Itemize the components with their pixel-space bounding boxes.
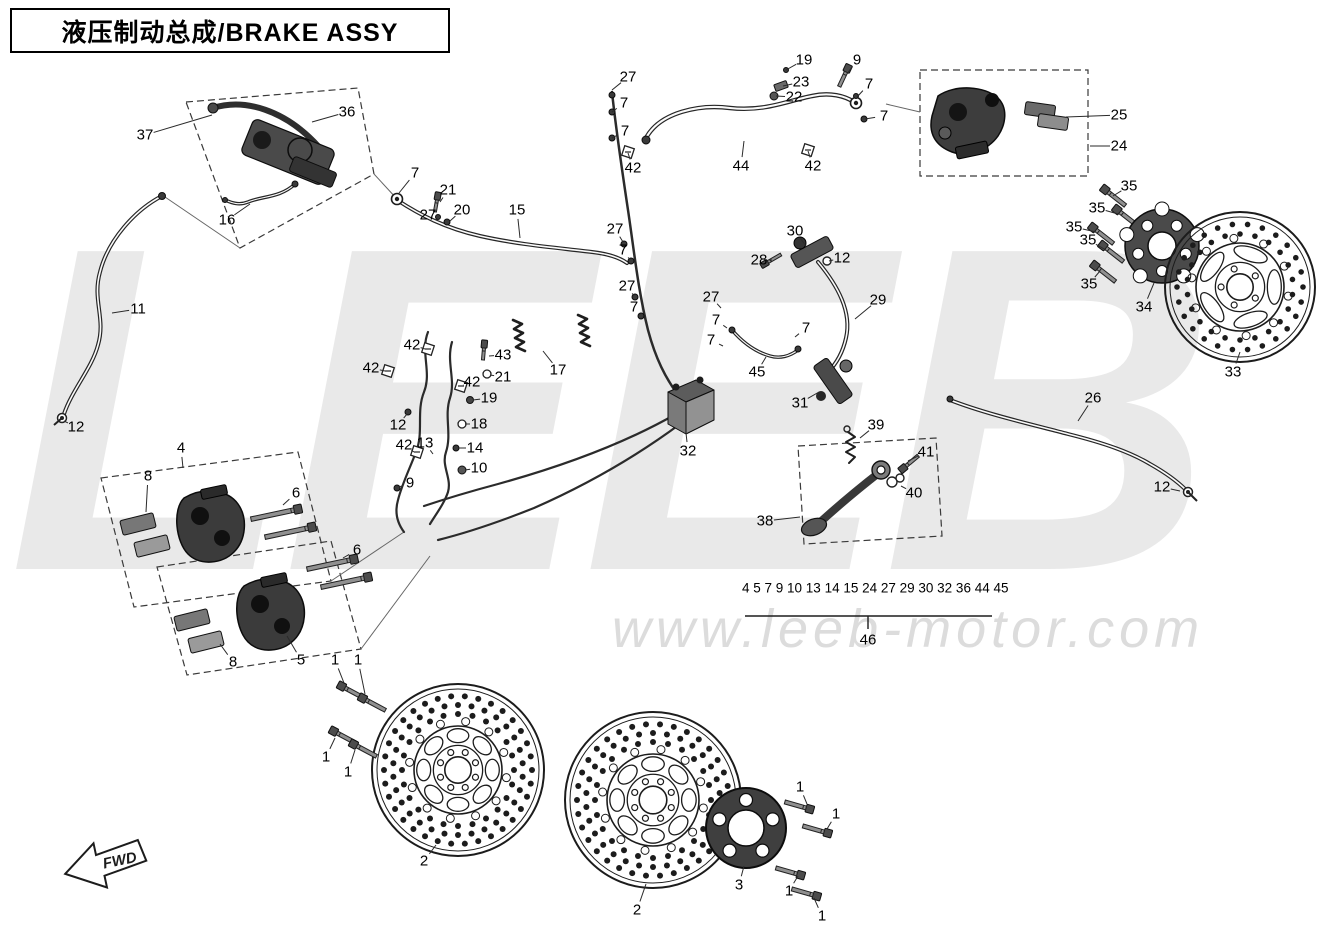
callout-1: 1 — [321, 748, 331, 766]
fwd-arrow-shape — [63, 838, 148, 889]
callout-35: 35 — [1079, 231, 1097, 249]
callout-42: 42 — [395, 436, 413, 454]
callout-19: 19 — [795, 51, 813, 69]
callout-12: 12 — [833, 249, 851, 267]
callout-14: 14 — [466, 439, 484, 457]
callout-45: 45 — [748, 363, 766, 381]
callout-2: 2 — [419, 852, 429, 870]
callout-43: 43 — [494, 346, 512, 364]
callout-39: 39 — [867, 416, 885, 434]
callout-35: 35 — [1120, 177, 1138, 195]
callout-15: 15 — [508, 201, 526, 219]
leader-lines — [63, 63, 1241, 908]
callout-34: 34 — [1135, 298, 1153, 316]
group-parts-row: 4 5 7 9 10 13 14 15 24 27 29 30 32 36 44… — [742, 580, 1009, 596]
title-box: 液压制动总成/BRAKE ASSY — [10, 8, 450, 53]
callout-12: 12 — [389, 416, 407, 434]
callout-9: 9 — [852, 51, 862, 69]
callout-7: 7 — [706, 331, 716, 349]
callout-38: 38 — [756, 512, 774, 530]
callout-18: 18 — [470, 415, 488, 433]
callout-8: 8 — [143, 467, 153, 485]
fwd-label: FWD — [101, 849, 138, 873]
callout-44: 44 — [732, 157, 750, 175]
group-number-label: 46 — [859, 631, 877, 649]
callout-33: 33 — [1224, 363, 1242, 381]
callout-42: 42 — [362, 359, 380, 377]
callout-1: 1 — [784, 882, 794, 900]
fwd-arrow: FWD — [63, 838, 148, 889]
callout-30: 30 — [786, 222, 804, 240]
callout-35: 35 — [1088, 199, 1106, 217]
callout-7: 7 — [711, 311, 721, 329]
watermark-site-url: www.leeb-motor.com — [612, 599, 1205, 659]
callout-1: 1 — [330, 651, 340, 669]
callout-35: 35 — [1065, 218, 1083, 236]
callout-1: 1 — [795, 778, 805, 796]
callout-10: 10 — [470, 459, 488, 477]
page-title: 液压制动总成/BRAKE ASSY — [61, 18, 399, 47]
parts-layer — [53, 63, 1316, 902]
callout-37: 37 — [136, 126, 154, 144]
callout-7: 7 — [801, 319, 811, 337]
callout-27: 27 — [702, 288, 720, 306]
callout-1: 1 — [353, 651, 363, 669]
callout-9: 9 — [405, 474, 415, 492]
callout-42: 42 — [624, 159, 642, 177]
callout-36: 36 — [338, 103, 356, 121]
callout-28: 28 — [750, 251, 768, 269]
callout-7: 7 — [864, 75, 874, 93]
callout-20: 20 — [453, 201, 471, 219]
callout-7: 7 — [619, 94, 629, 112]
callout-7: 7 — [879, 107, 889, 125]
callout-42: 42 — [403, 336, 421, 354]
callout-35: 35 — [1080, 275, 1098, 293]
callout-11: 11 — [130, 300, 146, 318]
callout-27: 27 — [606, 220, 624, 238]
callout-2: 2 — [632, 901, 642, 919]
callout-27: 27 — [619, 68, 637, 86]
callout-7: 7 — [618, 241, 628, 259]
callout-13: 13 — [416, 434, 434, 452]
callout-42: 42 — [463, 373, 481, 391]
callout-24: 24 — [1110, 137, 1128, 155]
callout-1: 1 — [817, 907, 827, 925]
callout-6: 6 — [291, 484, 301, 502]
callout-3: 3 — [734, 876, 744, 894]
callout-29: 29 — [869, 291, 887, 309]
callout-7: 7 — [620, 122, 630, 140]
callout-40: 40 — [905, 484, 923, 502]
callout-17: 17 — [549, 361, 567, 379]
callout-26: 26 — [1084, 389, 1102, 407]
callout-4: 4 — [176, 439, 186, 457]
callout-23: 23 — [792, 73, 810, 91]
callout-12: 12 — [67, 418, 85, 436]
callout-1: 1 — [831, 805, 841, 823]
callout-19: 19 — [480, 389, 498, 407]
callout-16: 16 — [218, 211, 236, 229]
callout-22: 22 — [785, 88, 803, 106]
callout-32: 32 — [679, 442, 697, 460]
callout-27: 27 — [419, 206, 437, 224]
callout-6: 6 — [352, 541, 362, 559]
callout-41: 41 — [917, 443, 935, 461]
callout-42: 42 — [804, 157, 822, 175]
callout-25: 25 — [1110, 106, 1128, 124]
callout-1: 1 — [343, 763, 353, 781]
callout-21: 21 — [439, 181, 457, 199]
callout-7: 7 — [410, 164, 420, 182]
callout-5: 5 — [296, 651, 306, 669]
callout-7: 7 — [629, 298, 639, 316]
callout-8: 8 — [228, 653, 238, 671]
callout-27: 27 — [618, 277, 636, 295]
callout-12: 12 — [1153, 478, 1171, 496]
callout-21: 21 — [494, 368, 512, 386]
callout-31: 31 — [791, 394, 809, 412]
